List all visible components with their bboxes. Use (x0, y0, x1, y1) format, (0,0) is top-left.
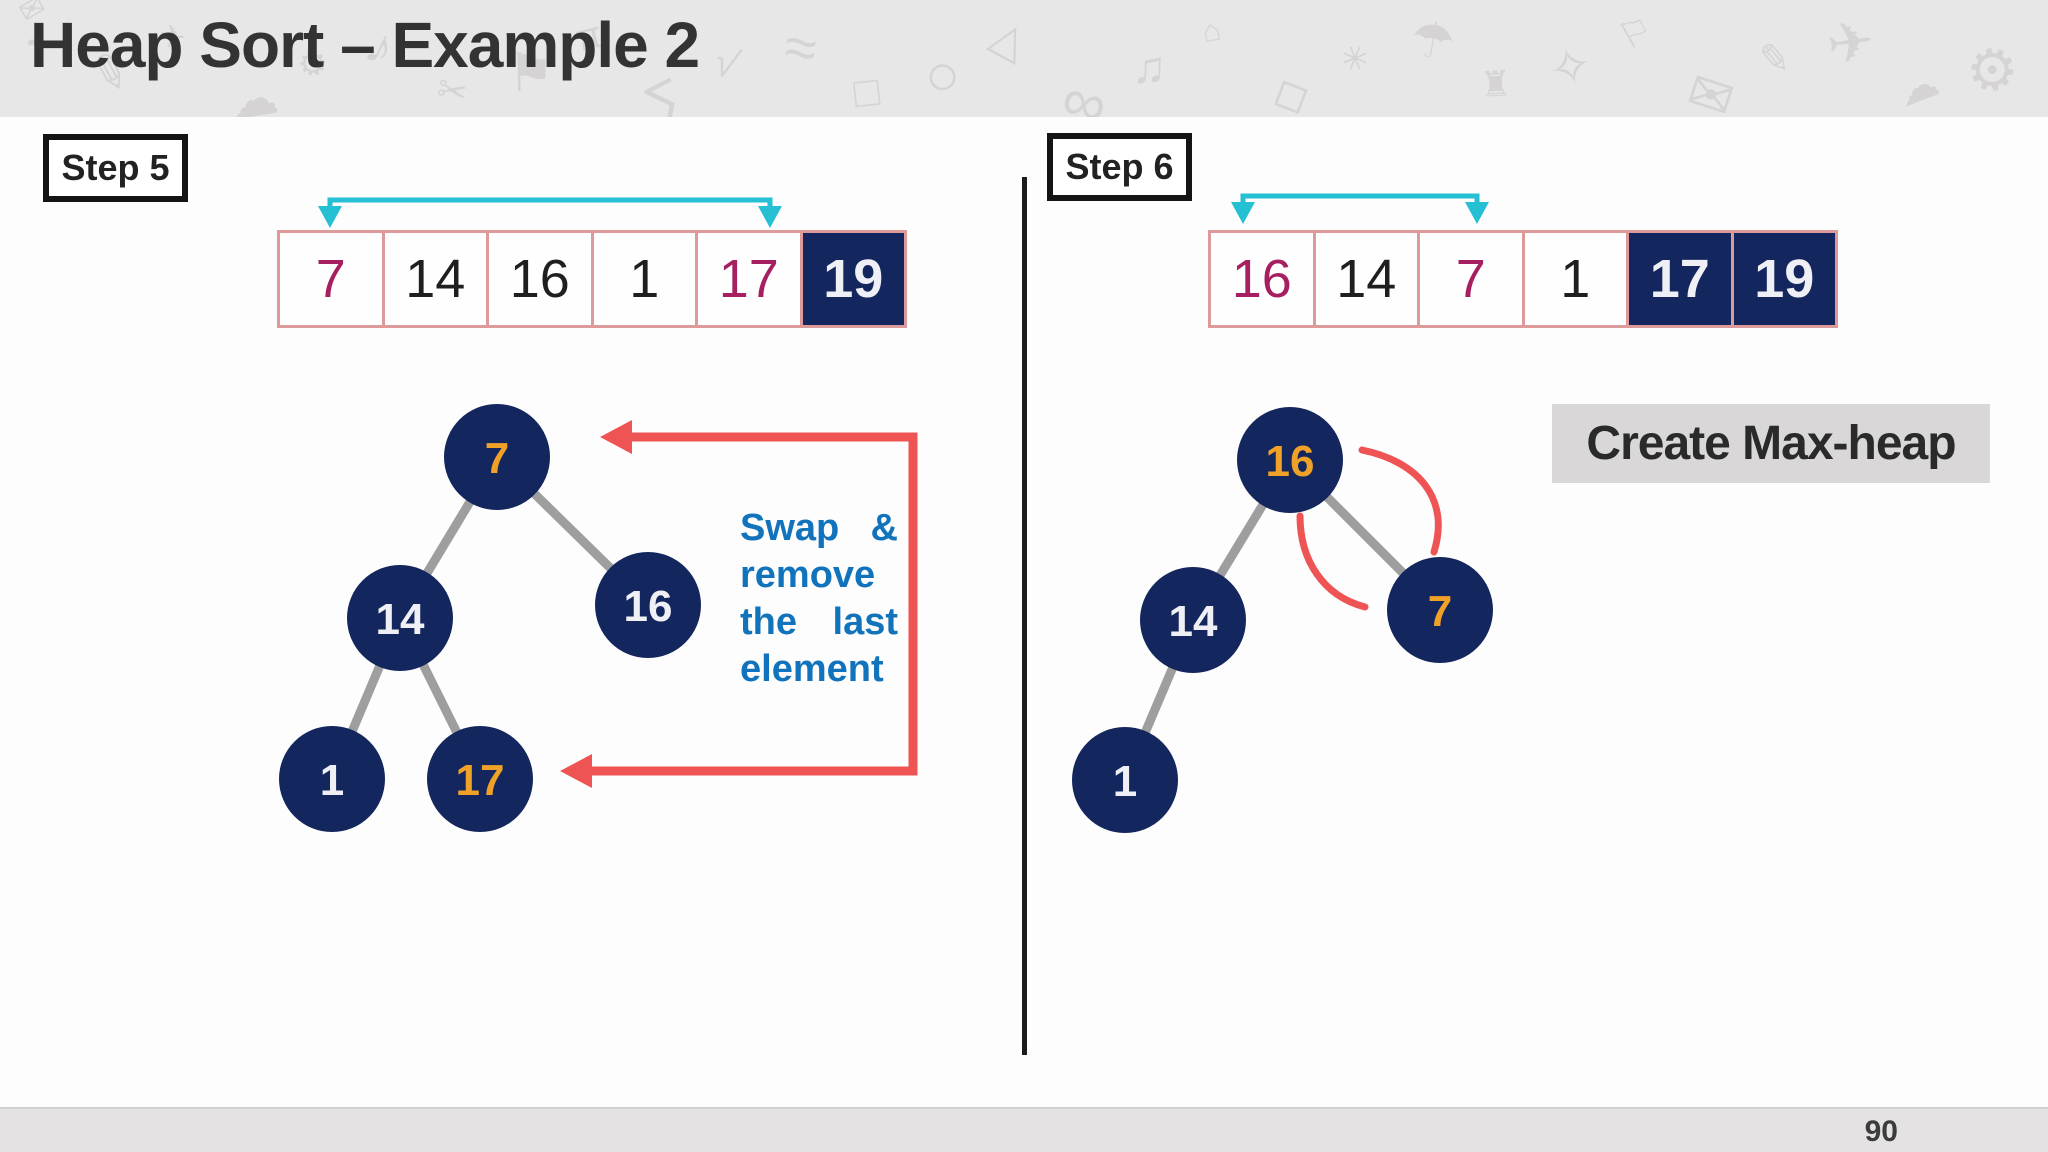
header-band: ✉✎✈☁⚙♪✂⚑π∑√≈□○△∞♫⌂◇✳☂♜✧⚐✉✎✈☁⚙♪ Heap Sort… (0, 0, 2048, 117)
header-doodle-icon: ☂ (1405, 9, 1460, 73)
header-doodle-icon: ☁ (1889, 58, 1945, 116)
step5-node-16-label: 16 (624, 582, 673, 631)
header-doodle-icon: △ (983, 9, 1037, 70)
step5-node-16 (595, 552, 701, 658)
step5-node-7 (444, 404, 550, 510)
annotation-line-3: the last (740, 599, 898, 646)
step6-array: 16 14 7 1 17 19 (1208, 230, 1838, 328)
step6-node-1 (1072, 727, 1178, 833)
step5-range-arrow-icon (318, 197, 782, 228)
header-doodle-icon: ✉ (1679, 60, 1742, 117)
step5-array-cell-0: 7 (277, 230, 385, 328)
step5-node-17-label: 17 (456, 756, 505, 805)
step5-array-cell-3: 1 (590, 230, 698, 328)
annotation-word: last (832, 601, 898, 643)
step6-array-cell-4: 17 (1626, 230, 1734, 328)
step5-label-box: Step 5 (43, 134, 188, 202)
step5-tree: 7 14 16 1 17 (279, 404, 701, 832)
annotation-line-4: element (740, 648, 884, 690)
header-doodle-icon: ◇ (1262, 62, 1318, 117)
step6-tree: 16 14 7 1 (1072, 407, 1493, 833)
step5-node-14-label: 14 (376, 595, 425, 644)
header-doodle-icon: □ (851, 66, 882, 117)
step6-array-cell-1: 14 (1312, 230, 1420, 328)
step6-array-cell-3: 1 (1521, 230, 1629, 328)
step5-array-cell-1: 14 (381, 230, 489, 328)
step6-node-14-label: 14 (1169, 597, 1218, 646)
panel-divider (1022, 177, 1027, 1055)
header-doodle-icon: ✳ (1334, 36, 1375, 81)
header-doodle-icon: ♫ (1131, 40, 1168, 94)
step6-label: Step 6 (1065, 146, 1174, 187)
header-doodle-icon: √ (708, 39, 744, 89)
header-doodle-icon: ✧ (1541, 34, 1600, 102)
step6-node-7 (1387, 557, 1493, 663)
step6-node-7-label: 7 (1428, 587, 1452, 636)
header-doodle-icon: ✈ (1822, 8, 1879, 77)
header-doodle-icon: ♜ (1478, 64, 1512, 105)
step5-node-14 (347, 565, 453, 671)
step5-array-cell-2: 16 (486, 230, 594, 328)
step6-array-cell-0: 16 (1208, 230, 1316, 328)
create-max-heap-callout: Create Max-heap (1552, 404, 1990, 483)
step6-label-box: Step 6 (1047, 133, 1192, 201)
step5-node-17 (427, 726, 533, 832)
header-doodle-icon: ⚐ (1610, 6, 1660, 59)
header-doodle-icon: ○ (913, 37, 969, 113)
step5-label: Step 5 (61, 147, 170, 188)
header-doodle-icon: ∞ (1054, 63, 1115, 117)
step5-node-1-label: 1 (320, 756, 344, 805)
step5-array: 7 14 16 1 17 19 (277, 230, 907, 328)
step6-swap-arcs-icon (1296, 446, 1442, 611)
step6-node-14 (1140, 567, 1246, 673)
swap-annotation: Swap & remove the last element (740, 505, 898, 693)
step5-array-cell-5: 19 (799, 230, 907, 328)
step5-tree-edges (327, 453, 652, 782)
page-number: 90 (1864, 1115, 1898, 1148)
step5-node-1 (279, 726, 385, 832)
step6-array-cell-5: 19 (1730, 230, 1838, 328)
annotation-word: & (870, 507, 898, 549)
header-doodle-icon: ≈ (780, 14, 820, 82)
create-max-heap-label: Create Max-heap (1586, 417, 1956, 470)
step6-node-1-label: 1 (1113, 757, 1137, 806)
step6-array-cell-2: 7 (1417, 230, 1525, 328)
step6-tree-edges (1120, 456, 1444, 782)
step6-node-16 (1237, 407, 1343, 513)
header-doodle-icon: ⌂ (1198, 11, 1224, 50)
step5-array-cell-4: 17 (695, 230, 803, 328)
annotation-line-2: remove (740, 554, 876, 596)
step5-node-7-label: 7 (485, 434, 509, 483)
slide-title: Heap Sort – Example 2 (30, 9, 700, 81)
header-doodle-icon: ⚙ (1954, 29, 2030, 112)
footer-band: 90 (0, 1107, 2048, 1152)
header-doodle-icon: ✎ (1755, 36, 1792, 83)
annotation-word: the (740, 601, 797, 643)
step6-node-16-label: 16 (1266, 437, 1315, 486)
annotation-line-1: Swap & (740, 505, 898, 552)
step6-swap-arrow-icon (1231, 193, 1489, 224)
annotation-word: Swap (740, 507, 840, 549)
